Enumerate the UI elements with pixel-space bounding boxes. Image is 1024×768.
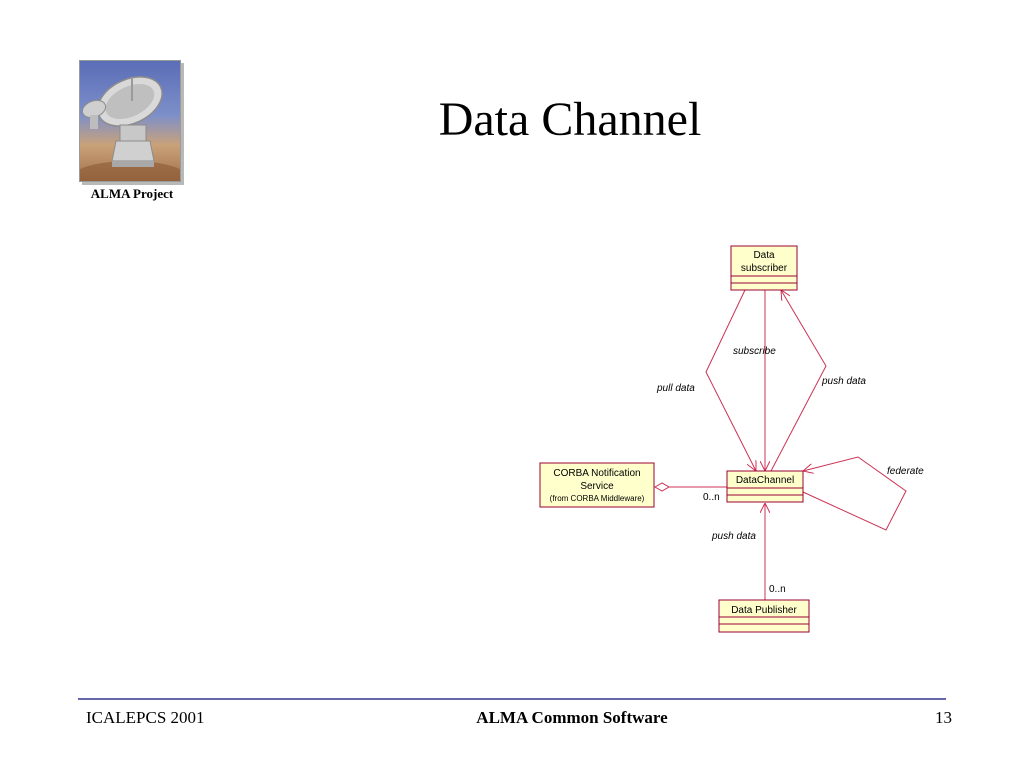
class-corba-notification-service: CORBA Notification Service (from CORBA M…: [539, 462, 655, 508]
class-data-channel-name: DataChannel: [736, 475, 794, 486]
class-data-channel: DataChannel: [726, 470, 804, 503]
logo-caption: ALMA Project: [90, 186, 174, 201]
class-data-subscriber-name-line2: subscriber: [741, 263, 788, 274]
association-push-data-top: [770, 290, 827, 472]
label-subscribe: subscribe: [733, 346, 776, 357]
multiplicity-publisher-channel: 0..n: [769, 584, 786, 595]
association-pull-data: [705, 289, 756, 471]
antenna-illustration: [80, 76, 180, 181]
footer-page-number: 13: [935, 708, 952, 727]
class-corba-name-line2: Service: [580, 481, 614, 492]
footer-divider: [78, 698, 946, 700]
label-federate: federate: [887, 466, 924, 477]
association-federate: [803, 456, 907, 531]
association-corba-aggregation: [653, 482, 727, 492]
alma-antenna-logo: [79, 60, 181, 182]
class-data-publisher-name: Data Publisher: [731, 605, 797, 616]
class-data-subscriber: Data subscriber: [730, 245, 798, 291]
class-data-subscriber-name-line1: Data: [753, 250, 775, 261]
class-corba-package: (from CORBA Middleware): [550, 494, 645, 503]
slide-title: Data Channel: [438, 93, 702, 146]
label-push-data-bottom: push data: [711, 531, 756, 542]
footer-conference: ICALEPCS 2001: [86, 708, 205, 727]
class-corba-name-line1: CORBA Notification: [553, 468, 640, 479]
label-push-data-top: push data: [821, 376, 866, 387]
label-pull-data: pull data: [656, 383, 695, 394]
footer-title: ALMA Common Software: [476, 708, 668, 727]
class-data-publisher: Data Publisher: [718, 599, 810, 633]
multiplicity-corba-channel: 0..n: [703, 492, 720, 503]
